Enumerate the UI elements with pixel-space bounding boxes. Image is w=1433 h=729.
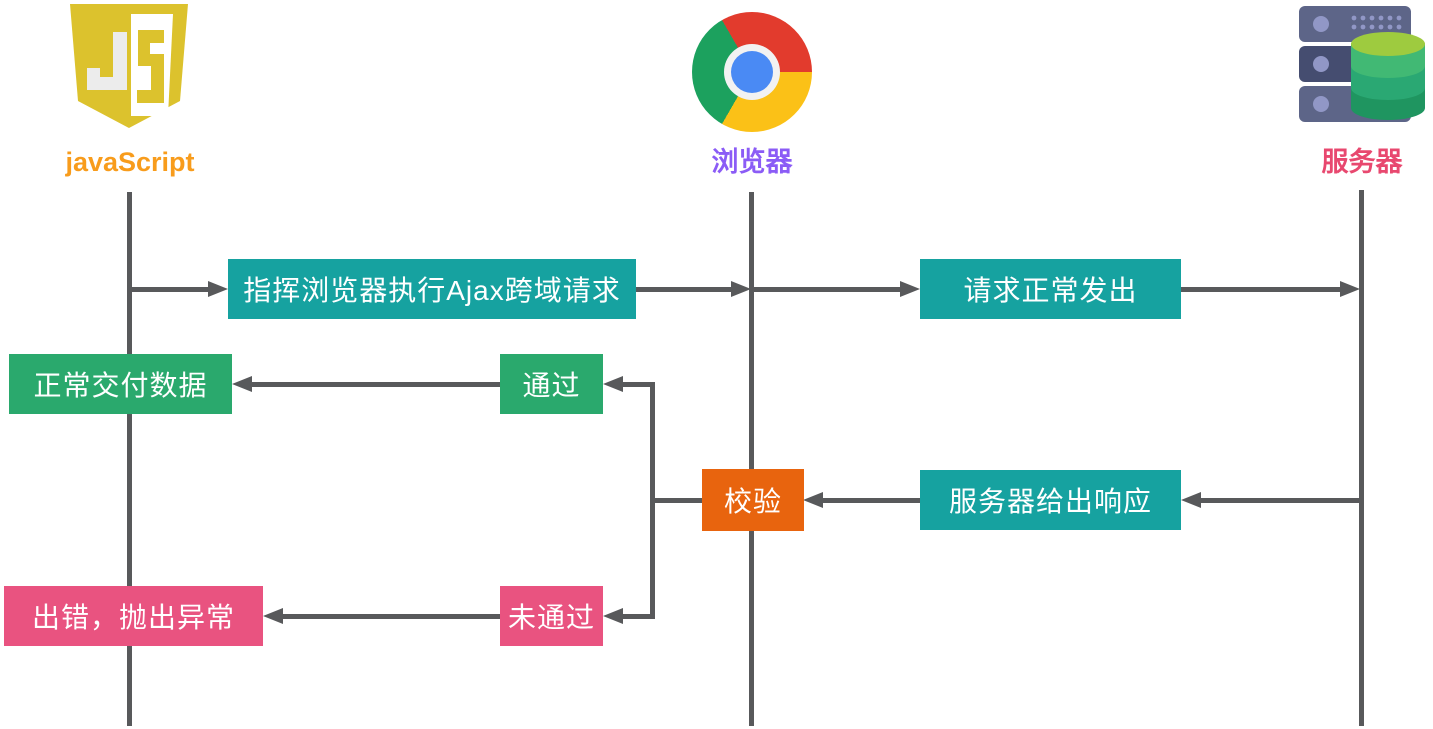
server-database-icon (1299, 6, 1425, 122)
node-pass: 通过 (500, 354, 603, 414)
arrow-head-sent-to-server (1340, 281, 1360, 297)
actor-label-server: 服务器 (1321, 147, 1403, 177)
node-request-sent: 请求正常发出 (920, 259, 1181, 319)
js-logo-icon (70, 4, 188, 128)
actor-label-javascript: javaScript (65, 147, 195, 177)
arrow-line-command-to-browser (636, 287, 733, 292)
arrow-head-branch-to-pass (603, 376, 623, 392)
node-deliver-data: 正常交付数据 (9, 354, 232, 414)
arrow-head-command-to-browser (731, 281, 751, 297)
lifeline-javascript (127, 192, 132, 726)
lifeline-server (1359, 190, 1364, 726)
node-error-exception: 出错，抛出异常 (4, 586, 263, 646)
node-server-response: 服务器给出响应 (920, 470, 1181, 530)
node-fail: 未通过 (500, 586, 603, 646)
arrow-head-js-to-command (208, 281, 228, 297)
arrow-line-sent-to-server (1181, 287, 1342, 292)
arrow-head-response-to-check (803, 492, 823, 508)
arrow-line-fail-to-error (281, 614, 500, 619)
arrow-line-browser-to-sent (754, 287, 902, 292)
arrow-head-branch-to-fail (603, 608, 623, 624)
node-check: 校验 (702, 469, 804, 531)
node-command-ajax-request: 指挥浏览器执行Ajax跨域请求 (228, 259, 636, 319)
arrow-head-browser-to-sent (900, 281, 920, 297)
arrow-head-server-to-response (1181, 492, 1201, 508)
actor-label-browser: 浏览器 (711, 147, 793, 177)
chrome-blue-core (731, 51, 773, 93)
chrome-browser-icon (692, 12, 812, 132)
arrow-head-fail-to-error (263, 608, 283, 624)
arrow-line-server-to-response (1199, 498, 1362, 503)
arrow-line-branch-to-pass (621, 382, 655, 387)
arrow-line-response-to-check (821, 498, 920, 503)
lifeline-browser (749, 192, 754, 726)
branch-line-vertical (650, 382, 655, 619)
arrow-line-branch-to-fail (621, 614, 655, 619)
arrow-head-pass-to-deliver (232, 376, 252, 392)
arrow-line-pass-to-deliver (250, 382, 500, 387)
arrow-line-js-to-command (130, 287, 210, 292)
line-check-to-branch (650, 498, 702, 503)
